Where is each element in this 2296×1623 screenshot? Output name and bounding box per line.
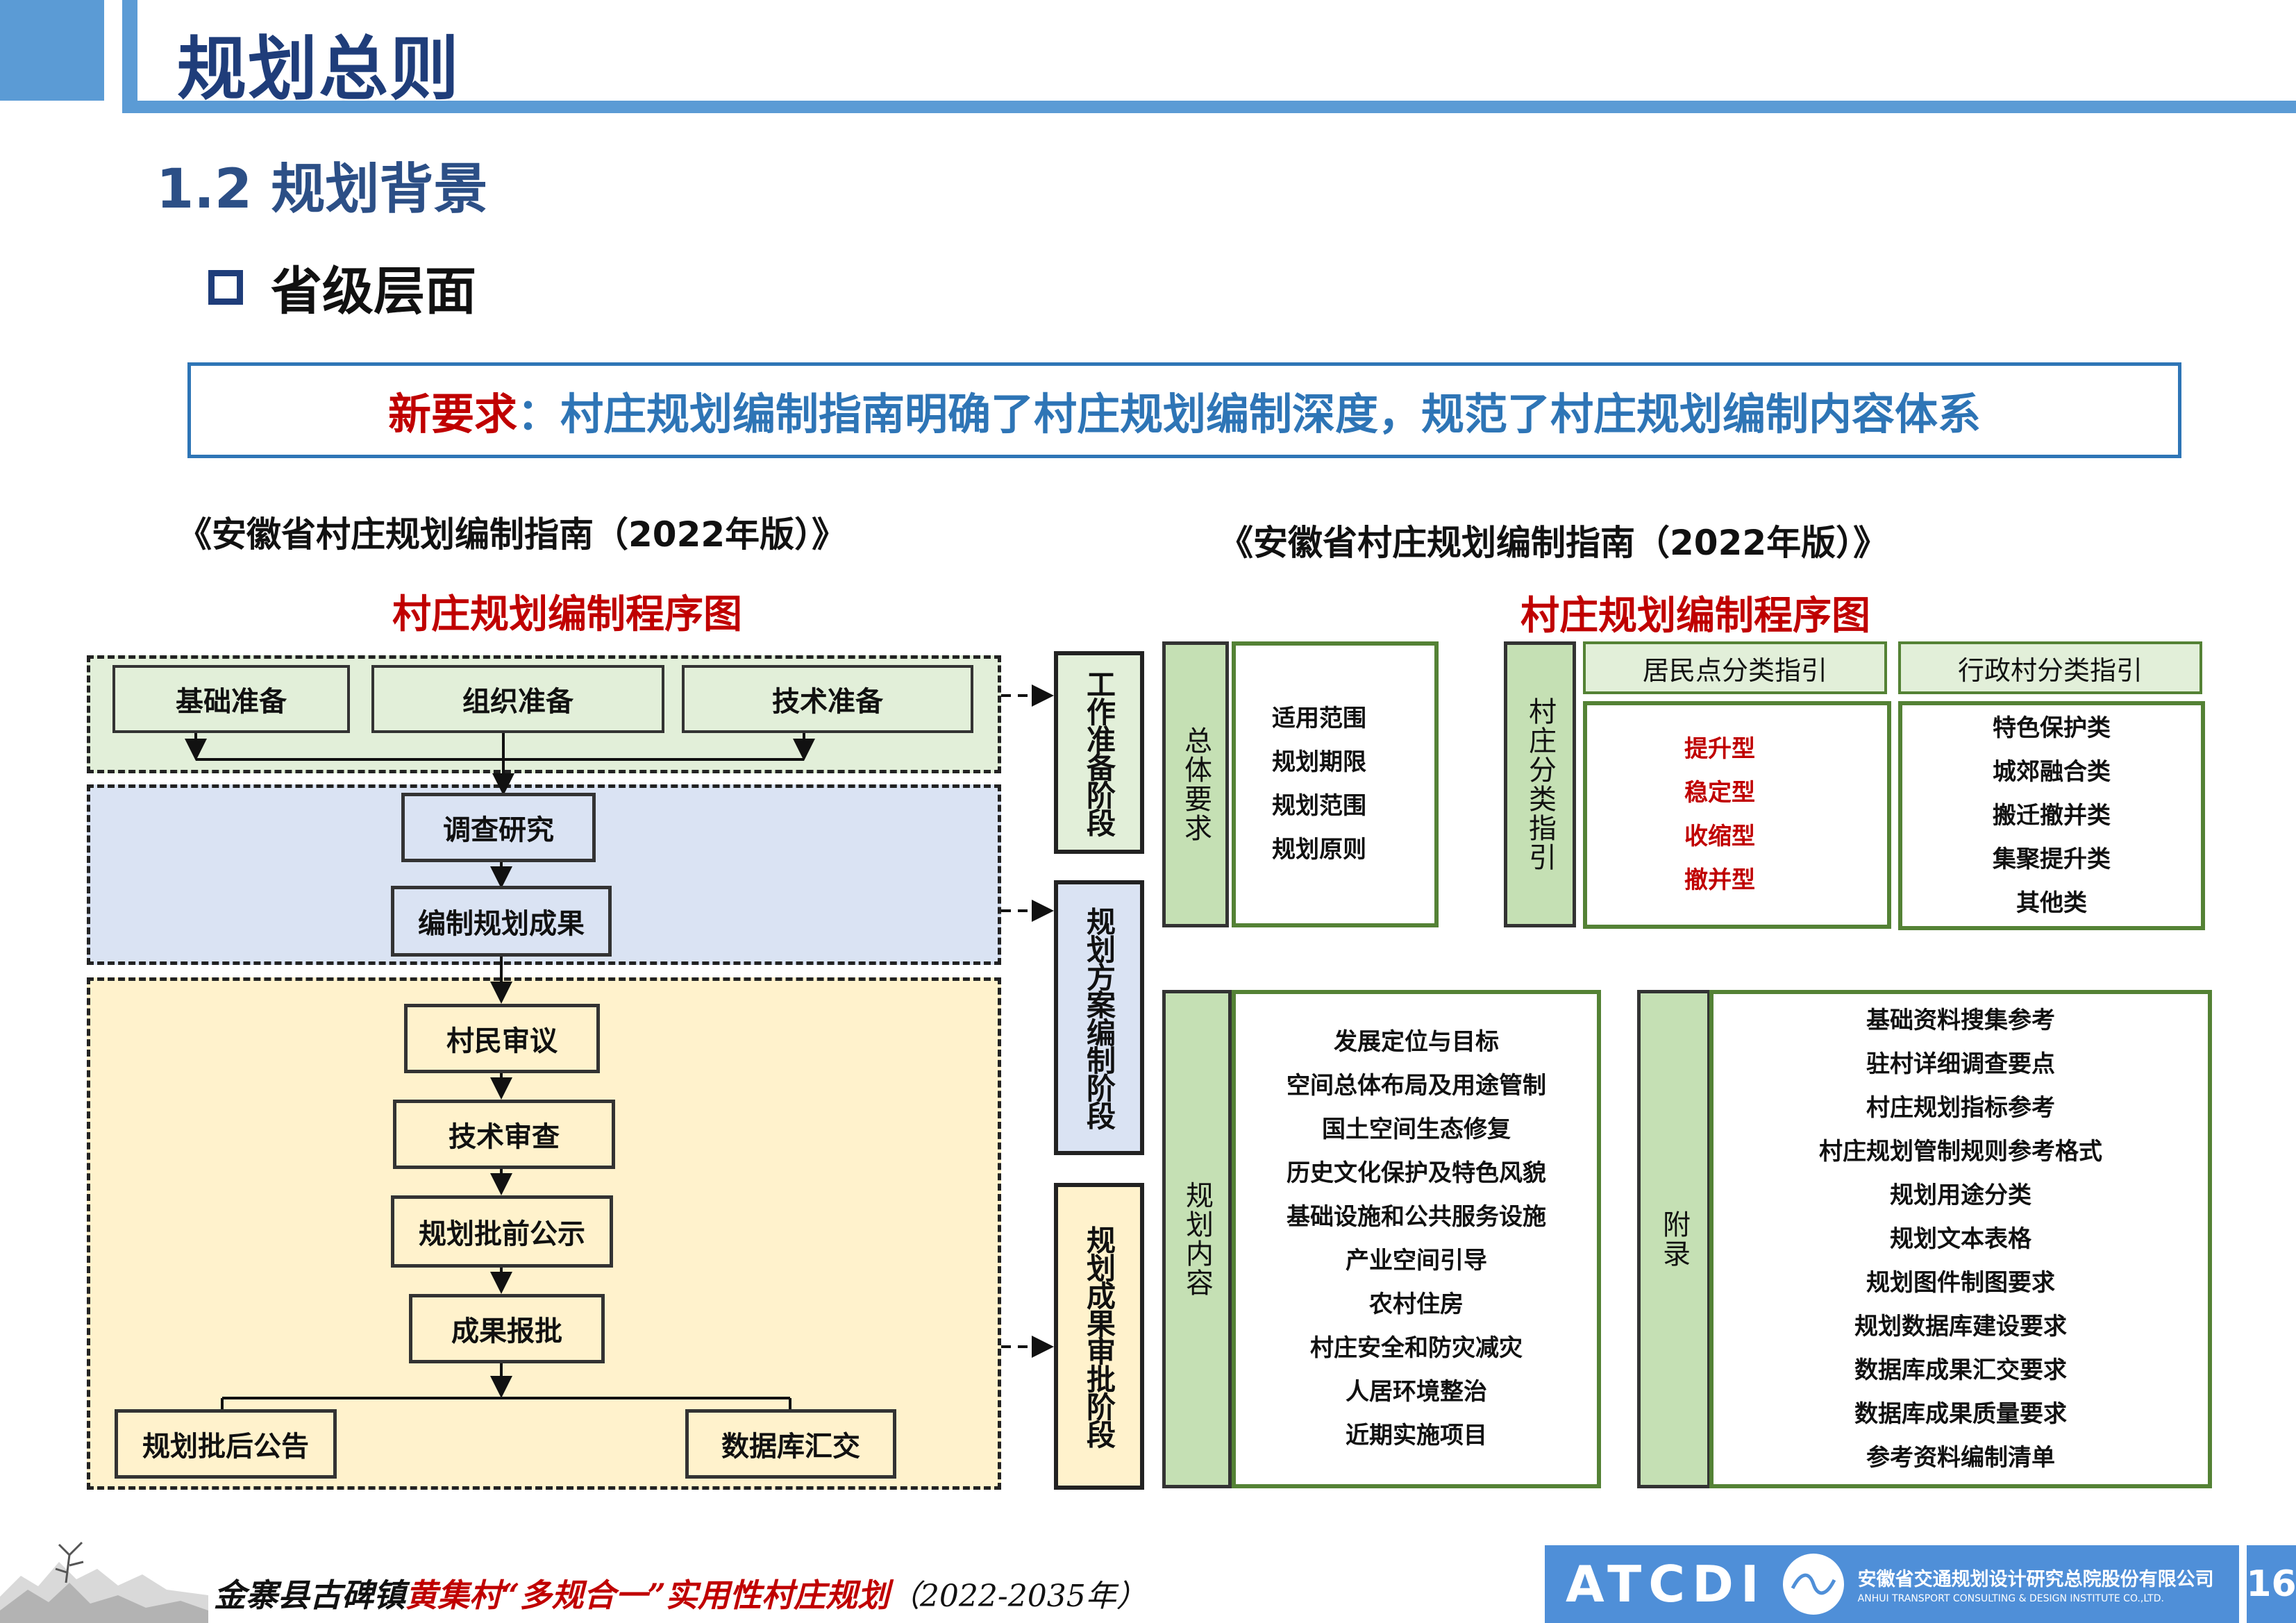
company-logo: ATCDI 安徽省交通规划设计研究总院股份有限公司 ANHUI TRANSPOR…: [1545, 1545, 2239, 1623]
list-item: 规划范围: [1272, 792, 1366, 820]
settlement-header: 居民点分类指引: [1583, 641, 1887, 694]
stage-label-drafting: 规划方案编制阶段: [1054, 880, 1144, 1155]
stage-label-preparation: 工作准备阶段: [1054, 651, 1144, 854]
wave-logo-icon: [1782, 1554, 1844, 1615]
stage-label-approval: 规划成果审批阶段: [1054, 1183, 1144, 1490]
list-item: 村庄安全和防灾减灾: [1310, 1334, 1523, 1362]
flow-step-database-submit: 数据库汇交: [685, 1409, 896, 1479]
list-item: 特色保护类: [1993, 714, 2111, 742]
plan-content-list: 发展定位与目标 空间总体布局及用途管制 国土空间生态修复 历史文化保护及特色风貌…: [1232, 990, 1601, 1488]
list-item: 规划图件制图要求: [1866, 1268, 2055, 1297]
flow-step-submit-approval: 成果报批: [409, 1294, 605, 1363]
flow-step-post-approval-notice: 规划批后公告: [115, 1409, 337, 1479]
right-diagram-title: 村庄规划编制程序图: [1520, 594, 1870, 639]
list-item: 搬迁撤并类: [1993, 801, 2111, 830]
flow-step-tech-review: 技术审查: [393, 1100, 615, 1169]
list-item: 参考资料编制清单: [1866, 1443, 2055, 1472]
list-item: 村庄规划指标参考: [1866, 1093, 2055, 1122]
flow-step-research: 调查研究: [401, 793, 596, 862]
company-name-cn: 安徽省交通规划设计研究总院股份有限公司: [1857, 1569, 2214, 1590]
appendix-list: 基础资料搜集参考 驻村详细调查要点 村庄规划指标参考 村庄规划管制规则参考格式 …: [1709, 990, 2212, 1488]
plan-content-label: 规划内容: [1162, 990, 1232, 1488]
list-item: 规划原则: [1272, 836, 1366, 864]
flow-step-basic-prep: 基础准备: [112, 665, 350, 733]
flow-step-pre-approval-notice: 规划批前公示: [391, 1195, 613, 1268]
list-item: 产业空间引导: [1346, 1247, 1487, 1275]
list-item: 数据库成果汇交要求: [1854, 1356, 2067, 1384]
list-item: 城郊融合类: [1993, 757, 2111, 786]
list-item: 规划期限: [1272, 748, 1366, 776]
page-title: 规划总则: [177, 28, 460, 110]
list-item: 其他类: [2016, 889, 2087, 917]
flow-step-tech-prep: 技术准备: [682, 665, 973, 733]
ink-landscape-image: [0, 1541, 208, 1623]
list-item: 适用范围: [1272, 705, 1366, 732]
settlement-type-list: 提升型 稳定型 收缩型 撤并型: [1583, 701, 1891, 929]
list-item: 集聚提升类: [1993, 845, 2111, 873]
list-item: 规划数据库建设要求: [1854, 1312, 2067, 1340]
list-item: 人居环境整治: [1346, 1378, 1487, 1406]
right-doc-title: 《安徽省村庄规划编制指南（2022年版）》: [1218, 523, 1888, 563]
page-number: 16: [2243, 1545, 2296, 1623]
list-item: 提升型: [1684, 735, 1755, 763]
requirement-key: 新要求: [387, 389, 517, 439]
subsection-title-text: 省级层面: [271, 262, 476, 321]
list-item: 近期实施项目: [1346, 1422, 1487, 1449]
company-logo-wordmark: ATCDI: [1566, 1555, 1766, 1613]
header-gap: [104, 0, 122, 101]
admin-village-header: 行政村分类指引: [1898, 641, 2202, 694]
company-name-en: ANHUI TRANSPORT CONSULTING & DESIGN INST…: [1857, 1593, 2164, 1604]
left-diagram-title: 村庄规划编制程序图: [392, 592, 742, 637]
list-item: 规划用途分类: [1890, 1181, 2031, 1209]
header-accent-bar: [122, 0, 137, 101]
list-item: 数据库成果质量要求: [1854, 1399, 2067, 1428]
list-item: 基础资料搜集参考: [1866, 1006, 2055, 1034]
classification-label: 村庄分类指引: [1504, 641, 1576, 927]
square-bullet-icon: [208, 269, 243, 305]
list-item: 收缩型: [1684, 823, 1755, 850]
appendix-label: 附录: [1637, 990, 1711, 1488]
list-item: 空间总体布局及用途管制: [1287, 1072, 1546, 1100]
requirement-text: 村庄规划编制指南明确了村庄规划编制深度，规范了村庄规划编制内容体系: [560, 389, 1981, 439]
list-item: 稳定型: [1684, 779, 1755, 807]
list-item: 村庄规划管制规则参考格式: [1819, 1137, 2102, 1166]
admin-village-type-list: 特色保护类 城郊融合类 搬迁撤并类 集聚提升类 其他类: [1898, 701, 2205, 930]
requirement-separator: ：: [517, 389, 560, 439]
list-item: 撤并型: [1684, 866, 1755, 894]
flow-step-compile: 编制规划成果: [391, 886, 612, 957]
header-rule: [122, 101, 2296, 113]
section-title: 1.2 规划背景: [156, 158, 488, 221]
left-doc-title: 《安徽省村庄规划编制指南（2022年版）》: [177, 514, 847, 555]
list-item: 驻村详细调查要点: [1866, 1050, 2055, 1078]
list-item: 农村住房: [1369, 1290, 1464, 1318]
list-item: 基础设施和公共服务设施: [1287, 1203, 1546, 1231]
general-requirements-list: 适用范围 规划期限 规划范围 规划原则: [1232, 641, 1439, 927]
general-requirements-label: 总体要求: [1162, 641, 1229, 927]
flow-step-org-prep: 组织准备: [371, 665, 664, 733]
list-item: 规划文本表格: [1890, 1225, 2031, 1253]
list-item: 发展定位与目标: [1334, 1028, 1499, 1056]
header-accent-block: [0, 0, 104, 101]
list-item: 国土空间生态修复: [1322, 1116, 1511, 1143]
flow-step-villager-review: 村民审议: [404, 1004, 600, 1073]
requirement-banner: 新要求 ： 村庄规划编制指南明确了村庄规划编制深度，规范了村庄规划编制内容体系: [187, 362, 2181, 458]
footer-project-title: 金寨县古碑镇黄集村“多规合一”实用性村庄规划（2022-2035年）: [214, 1576, 1147, 1614]
list-item: 历史文化保护及特色风貌: [1287, 1159, 1546, 1187]
subsection-title: 省级层面: [208, 250, 476, 324]
